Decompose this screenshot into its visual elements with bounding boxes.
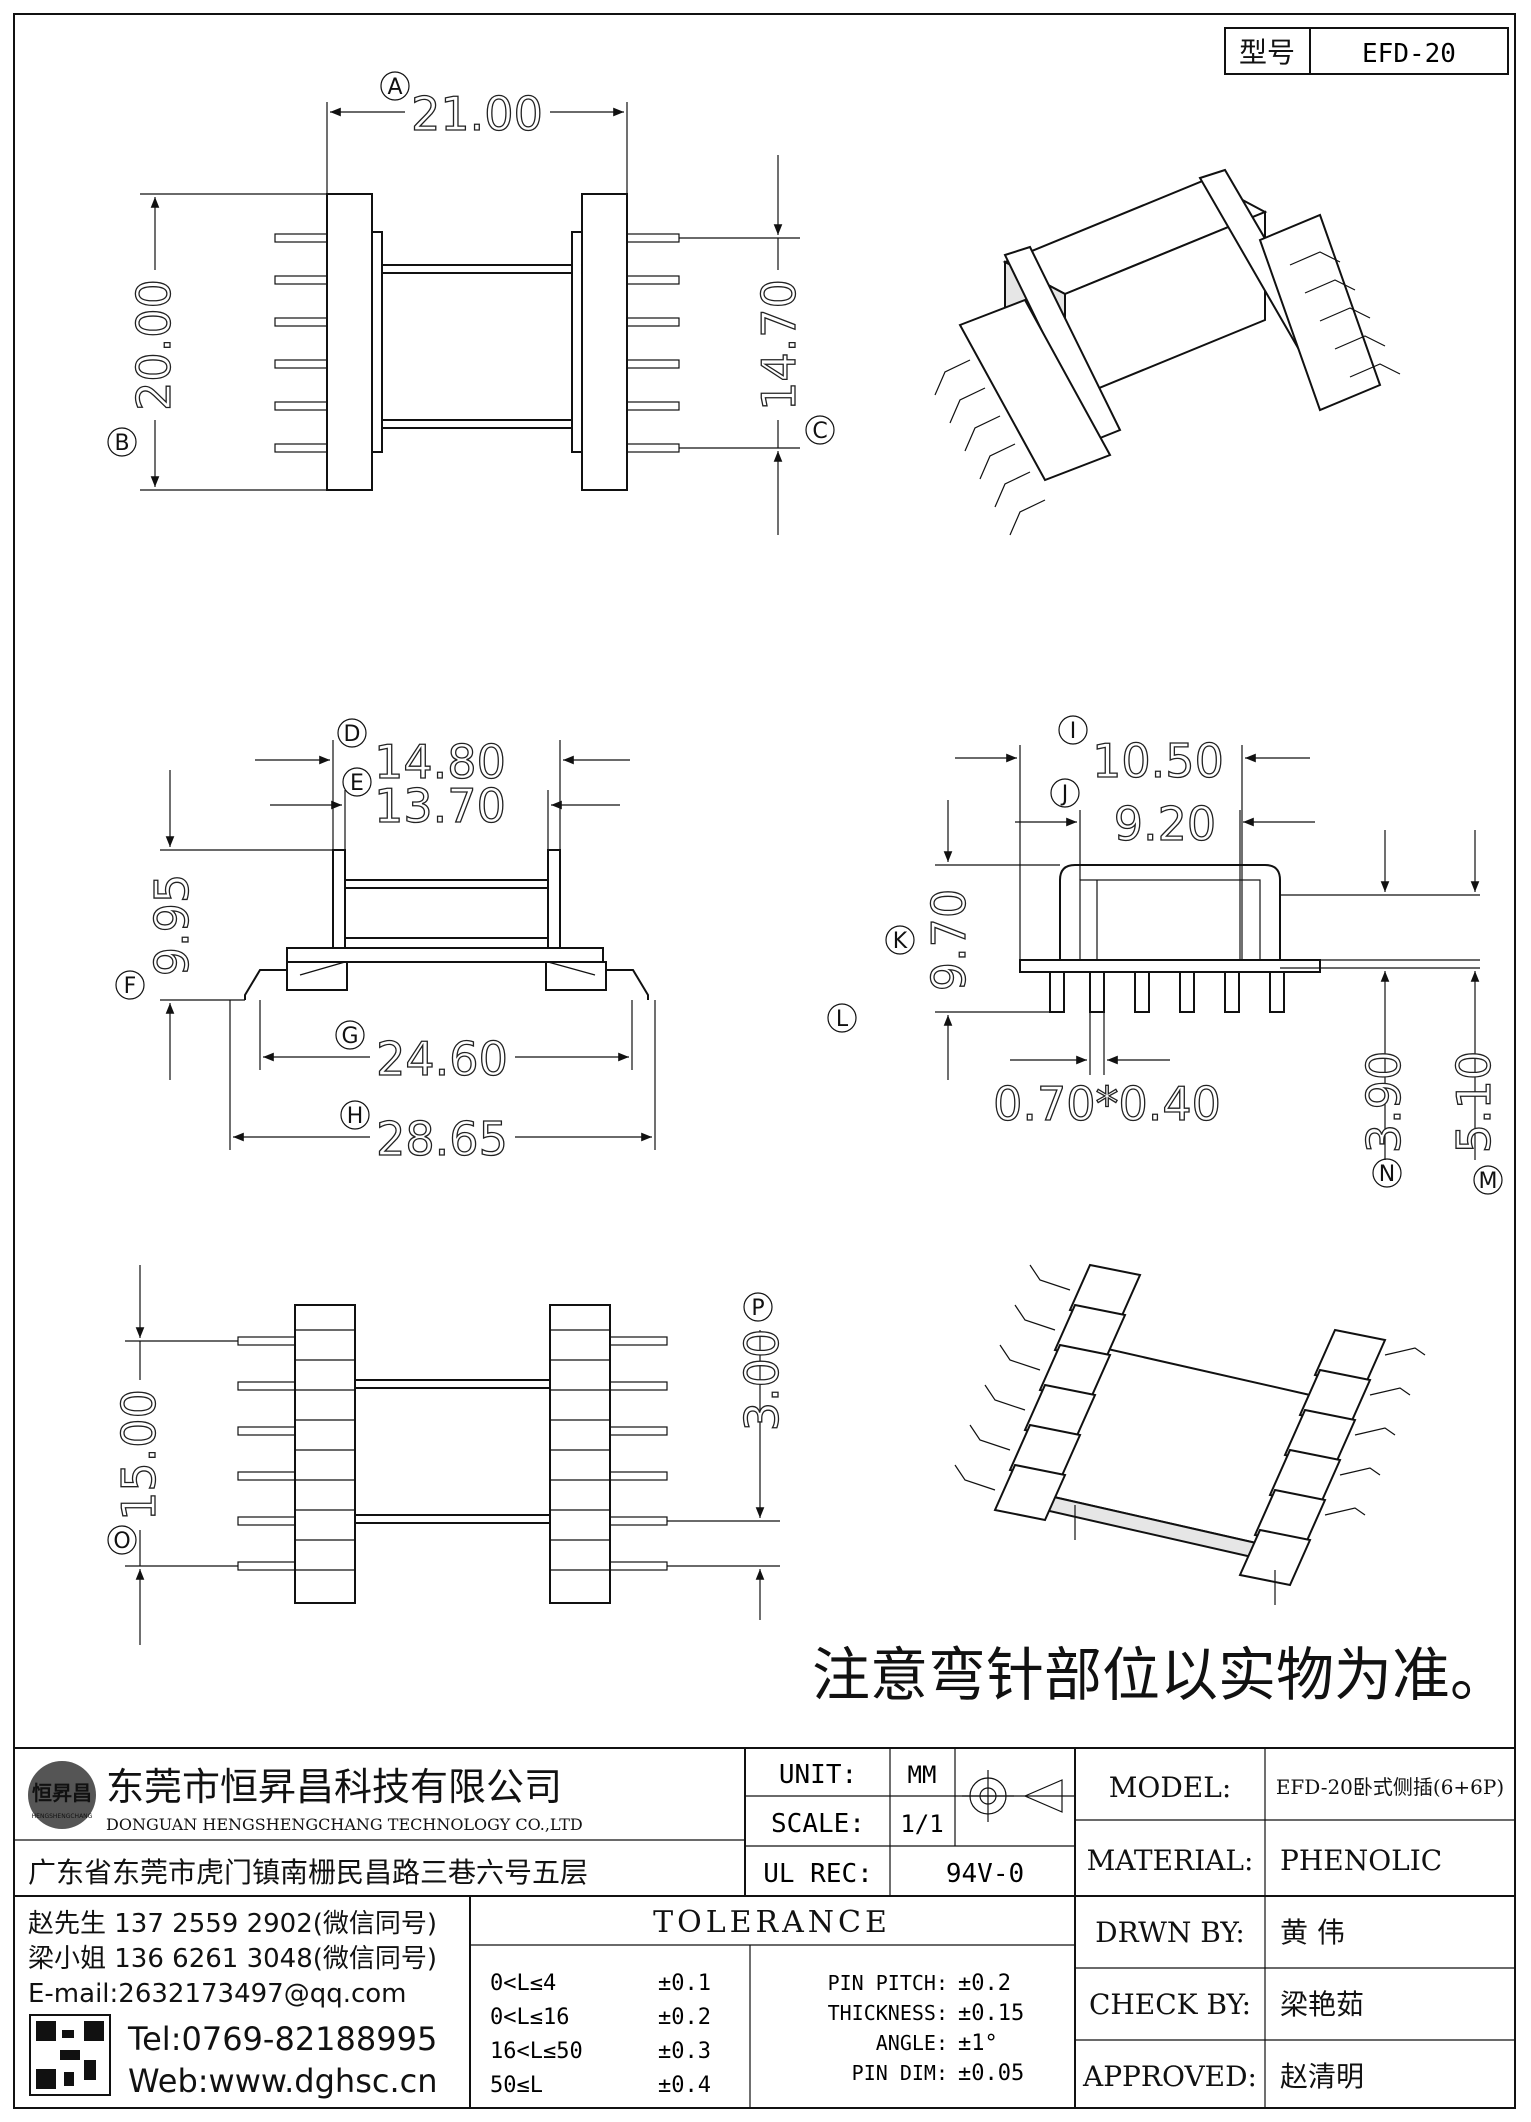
extra-tol-value: ±0.05 bbox=[958, 2061, 1024, 2086]
label-k: K bbox=[893, 929, 908, 954]
tol-value: ±0.2 bbox=[658, 2005, 711, 2030]
dim-a: 21.00 bbox=[411, 87, 543, 141]
extra-tol-label: THICKNESS: bbox=[828, 2001, 948, 2025]
company-logo: 恒昇昌 HENGSHENGCHANG bbox=[28, 1761, 96, 1829]
dim-p: 3.00 bbox=[735, 1329, 789, 1431]
tol-value: ±0.4 bbox=[658, 2073, 711, 2098]
projection-symbol-icon bbox=[962, 1770, 1063, 1822]
bottom-view: 15.00 O 3.00 P bbox=[107, 1265, 790, 1645]
label-e: E bbox=[350, 771, 364, 796]
tol-value: ±0.1 bbox=[658, 1971, 711, 1996]
dim-b: 20.00 bbox=[127, 279, 181, 411]
label-a: A bbox=[387, 75, 402, 100]
dim-d: 14.80 bbox=[374, 735, 506, 789]
dim-e: 13.70 bbox=[374, 779, 506, 833]
check-label: CHECK BY: bbox=[1089, 1988, 1251, 2021]
scale-value: 1/1 bbox=[900, 1810, 943, 1838]
qr-code-icon bbox=[29, 2014, 111, 2096]
label-c: C bbox=[812, 419, 827, 444]
dim-m: 5.10 bbox=[1447, 1051, 1501, 1153]
dim-c: 14.70 bbox=[752, 279, 806, 411]
side-view: 10.50 9.20 I J 9.70 K L 0.70*0.40 3.90 5… bbox=[827, 715, 1503, 1195]
top-view: 21.00 A 20.00 B 14.70 C bbox=[107, 71, 835, 535]
approved-label: APPROVED: bbox=[1082, 2060, 1257, 2093]
model-value: EFD-20卧式侧插(6+6P) bbox=[1276, 1775, 1504, 1799]
label-b: B bbox=[114, 431, 129, 456]
front-view: 14.80 13.70 D E 9.95 F 24.60 G 28.65 H bbox=[115, 718, 656, 1167]
label-d: D bbox=[344, 722, 361, 747]
dim-j: 9.20 bbox=[1114, 797, 1216, 851]
website: Web:www.dghsc.cn bbox=[128, 2062, 438, 2100]
iso-view-top bbox=[934, 168, 1401, 536]
extra-tolerance-table: PIN PITCH: ±0.2 THICKNESS: ±0.15 ANGLE: … bbox=[828, 1971, 1025, 2086]
dim-o: 15.00 bbox=[112, 1389, 166, 1521]
model-label: MODEL: bbox=[1109, 1771, 1232, 1804]
tol-range: 0<L≤16 bbox=[490, 2005, 569, 2030]
contact-line-2: 梁小姐 136 6261 3048(微信同号) bbox=[28, 1944, 437, 1974]
label-o: O bbox=[113, 1529, 130, 1554]
dim-i: 10.50 bbox=[1092, 734, 1224, 788]
extra-tol-label: PIN DIM: bbox=[852, 2061, 948, 2085]
approved-value: 赵清明 bbox=[1280, 2060, 1364, 2093]
title-block: 恒昇昌 HENGSHENGCHANG 东莞市恒昇昌科技有限公司 DONGUAN … bbox=[13, 1747, 1516, 2109]
drawn-label: DRWN BY: bbox=[1095, 1916, 1245, 1949]
tol-value: ±0.3 bbox=[658, 2039, 711, 2064]
extra-tol-label: PIN PITCH: bbox=[828, 1971, 948, 1995]
dim-f: 9.95 bbox=[145, 874, 199, 976]
email: E-mail:2632173497@qq.com bbox=[28, 1979, 407, 2009]
logo-subtext: HENGSHENGCHANG bbox=[32, 1813, 93, 1820]
label-l: L bbox=[836, 1007, 849, 1032]
dim-h: 28.65 bbox=[376, 1112, 508, 1166]
label-n: N bbox=[1379, 1162, 1395, 1187]
ulrec-label: UL REC: bbox=[763, 1859, 873, 1889]
dim-n: 3.90 bbox=[1357, 1051, 1411, 1153]
model-box-value: EFD-20 bbox=[1362, 39, 1456, 69]
check-value: 梁艳茹 bbox=[1280, 1988, 1364, 2021]
company-address: 广东省东莞市虎门镇南栅民昌路三巷六号五层 bbox=[28, 1856, 588, 1889]
drawn-value: 黄 伟 bbox=[1280, 1916, 1345, 1949]
tolerance-table: 0<L≤4 ±0.1 0<L≤16 ±0.2 16<L≤50 ±0.3 50≤L… bbox=[490, 1971, 711, 2098]
model-box: 型号 EFD-20 bbox=[1224, 27, 1509, 75]
tolerance-title: TOLERANCE bbox=[653, 1905, 891, 1940]
extra-tol-label: ANGLE: bbox=[876, 2031, 948, 2055]
material-label: MATERIAL: bbox=[1087, 1844, 1254, 1877]
extra-tol-value: ±0.2 bbox=[958, 1971, 1011, 1996]
material-value: PHENOLIC bbox=[1280, 1844, 1442, 1877]
unit-value: MM bbox=[908, 1761, 937, 1789]
label-i: I bbox=[1070, 719, 1077, 744]
label-j: J bbox=[1060, 782, 1069, 807]
model-box-label: 型号 bbox=[1239, 36, 1295, 69]
extra-tol-value: ±1° bbox=[958, 2031, 998, 2056]
unit-label: UNIT: bbox=[779, 1760, 857, 1790]
tol-range: 0<L≤4 bbox=[490, 1971, 556, 1996]
label-h: H bbox=[347, 1104, 364, 1129]
logo-text: 恒昇昌 bbox=[32, 1781, 92, 1805]
iso-view-bottom bbox=[954, 1263, 1426, 1605]
scale-label: SCALE: bbox=[771, 1809, 865, 1839]
ulrec-value: 94V-0 bbox=[946, 1859, 1024, 1889]
telephone: Tel:0769-82188995 bbox=[127, 2020, 437, 2058]
dim-k: 9.70 bbox=[922, 889, 976, 991]
tol-range: 50≤L bbox=[490, 2073, 543, 2098]
label-p: P bbox=[751, 1296, 764, 1321]
dim-pin: 0.70*0.40 bbox=[993, 1077, 1221, 1131]
extra-tol-value: ±0.15 bbox=[958, 2001, 1024, 2026]
label-f: F bbox=[124, 974, 137, 999]
tol-range: 16<L≤50 bbox=[490, 2039, 583, 2064]
company-name-en: DONGUAN HENGSHENGCHANG TECHNOLOGY CO.,LT… bbox=[106, 1815, 583, 1834]
label-g: G bbox=[341, 1024, 358, 1049]
label-m: M bbox=[1479, 1169, 1498, 1194]
note-text: 注意弯针部位以实物为准。 bbox=[812, 1641, 1508, 1709]
dim-g: 24.60 bbox=[376, 1032, 508, 1086]
company-name-cn: 东莞市恒昇昌科技有限公司 bbox=[106, 1765, 562, 1809]
contact-line-1: 赵先生 137 2559 2902(微信同号) bbox=[28, 1909, 437, 1939]
